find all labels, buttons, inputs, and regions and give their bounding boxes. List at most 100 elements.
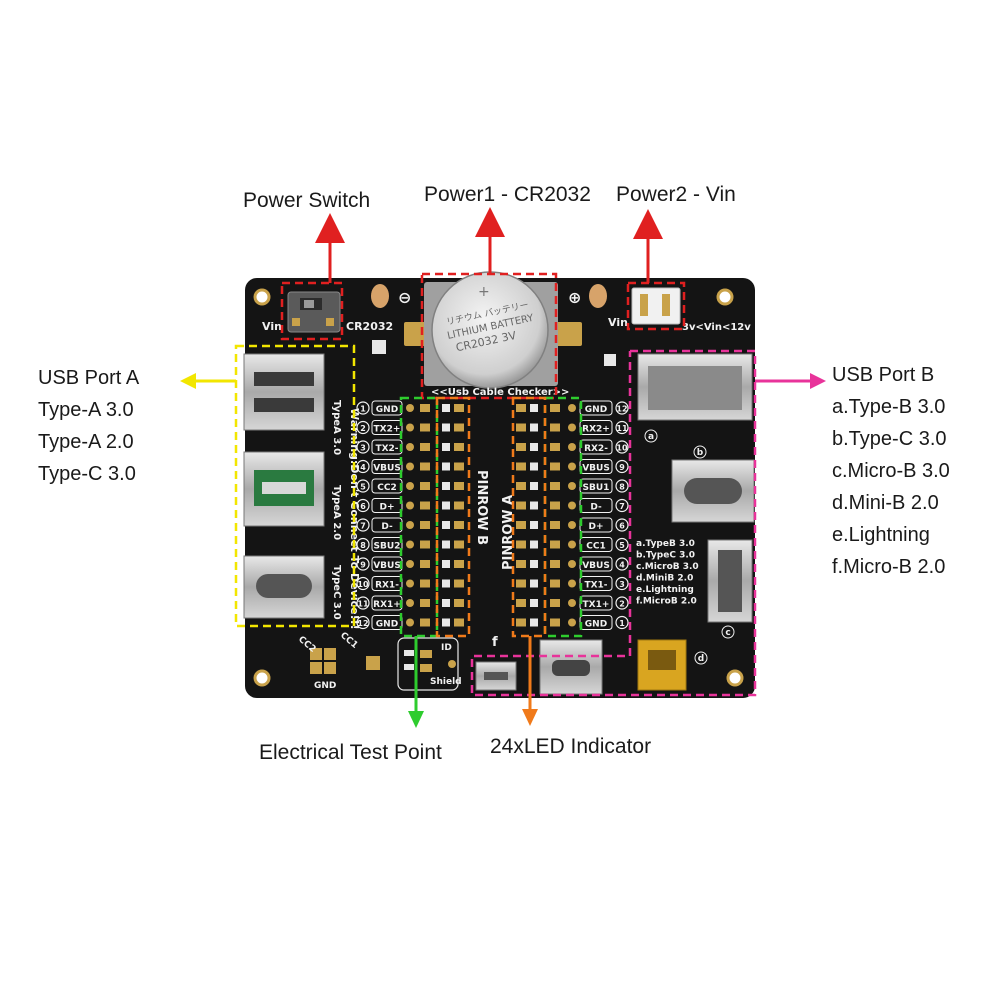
pin-name: SBU2 [374,542,401,552]
led-pad [516,540,526,549]
led-pad [420,443,430,451]
port-b-silk-item: e.Lightning [636,585,694,595]
pin-name: D+ [588,522,603,532]
led [442,560,450,568]
test-point-pad [406,599,414,607]
led-pad [420,462,430,471]
test-point-pad [568,501,576,510]
power-switch-callout: Power Switch [243,189,371,212]
pin-number-badge [615,440,629,454]
pin-number: 10 [357,580,369,589]
type-b-30-port[interactable] [637,353,753,421]
led [442,443,450,451]
pin-number: 7 [619,502,625,511]
micro-b-20-port[interactable] [475,661,517,691]
pin-number: 2 [619,600,625,609]
usb-port-b-item: a.Type-B 3.0 [832,396,946,418]
led-pad [550,599,560,607]
led-pad [550,540,560,549]
led [442,540,450,549]
pin-name: VBUS [373,561,401,571]
led [530,423,538,432]
pin-number: 11 [616,424,628,433]
minus-symbol: ⊖ [398,288,411,307]
led [442,618,450,627]
test-point-pad [568,540,576,549]
cr2032-label: CR2032 [346,320,393,333]
port-letter-marker: c [721,625,735,639]
usb-port-b-callout: USB Port B a.Type-B 3.0 b.Type-C 3.0 c.M… [832,359,950,583]
pin-number-badge [615,498,629,513]
led-pad [550,482,560,490]
lightning-port[interactable] [539,639,603,695]
led-pad [550,462,560,471]
pin-name: CC2 [377,483,396,493]
test-point-pad [568,462,576,471]
led-pad [420,521,430,529]
pin-name-frame [371,459,403,474]
usb-port-b-title: USB Port B [832,364,935,386]
pin-number: 12 [616,405,627,414]
pin-number: 5 [619,541,625,550]
port-letter-marker: b [693,445,707,459]
pin-number-badge [356,459,370,474]
pin-number-badge [615,420,629,435]
pin-name: TX2+ [374,425,401,435]
pin-name: SBU1 [583,483,610,493]
usb-c-30-port[interactable] [243,555,325,619]
led-pad [420,404,430,412]
test-point-pad [406,462,414,471]
led [442,501,450,510]
led-pad [420,560,430,568]
test-point-pad [406,501,414,510]
pin-name: VBUS [582,464,610,474]
led-pad [454,423,464,432]
usb-port-b-arrowhead [810,373,826,389]
micro-b-30-port[interactable] [707,539,753,623]
led-pad [516,618,526,627]
pin-number-badge [356,615,370,630]
pin-number-badge [356,576,370,591]
led-pad [454,482,464,490]
led-pad [550,560,560,568]
type-c30-silk: TypeC 3.0 [331,565,342,620]
led-pad [516,501,526,510]
port-b-silk-item: f.MicroB 2.0 [636,597,697,607]
vin-connector[interactable] [631,287,681,325]
port-b-silk-item: c.MicroB 3.0 [636,562,699,572]
test-point-pad [406,404,414,412]
port-b-silk-item: d.MiniB 2.0 [636,574,693,584]
usb-a-30-port[interactable] [243,353,325,431]
power-switch[interactable] [287,291,341,333]
led-pad [550,521,560,529]
test-point-pad [406,521,414,529]
vin-left-label: Vin [262,320,282,333]
pin-number: 2 [360,424,366,433]
pin-name: RX2+ [582,425,610,435]
pin-row-a-item: TX1+2 [516,595,629,611]
pin-number: 7 [360,522,366,531]
led-pad [420,599,430,607]
pin-number-badge [615,615,629,630]
usb-port-b-item: b.Type-C 3.0 [832,428,947,450]
led-pad [420,501,430,510]
pin-name: GND [376,620,398,630]
usb-a-20-port[interactable] [243,451,325,527]
led-pad [516,482,526,490]
port-letter: b [697,448,704,458]
pin-number: 4 [619,561,625,570]
pin-name: RX2- [584,444,608,454]
led [442,462,450,471]
led-indicator-callout: 24xLED Indicator [490,735,652,758]
mini-b-20-port[interactable] [637,639,687,691]
led [530,540,538,549]
port-b-silk-list: a.TypeB 3.0b.TypeC 3.0c.MicroB 3.0d.Mini… [636,539,699,607]
pin-row-a-item: RX2-10 [516,439,629,455]
type-c-30-port[interactable] [671,459,755,523]
